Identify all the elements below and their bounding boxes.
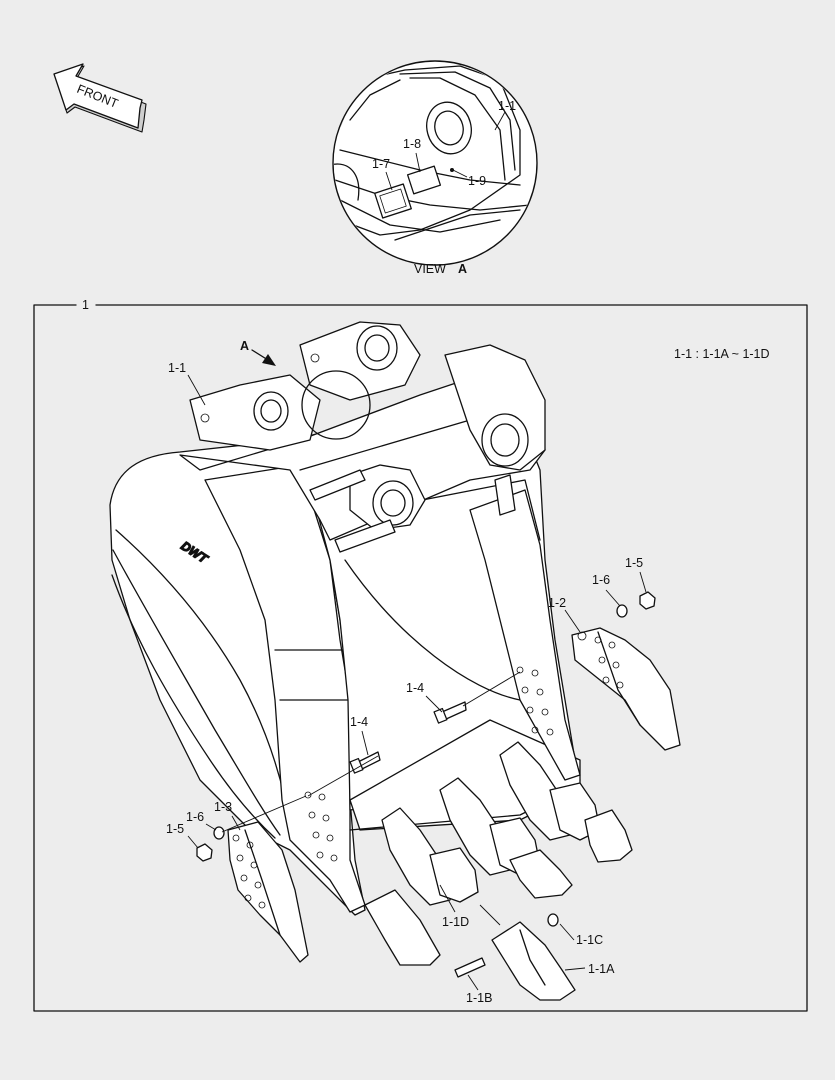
callout-1-1b: 1-1B (466, 991, 492, 1005)
callout-1-1d: 1-1D (442, 915, 469, 929)
leader-lines (187, 374, 647, 991)
callout-1-5-right: 1-5 (625, 556, 643, 570)
pin-1-1b (454, 957, 486, 978)
callout-1-1a: 1-1A (588, 962, 615, 976)
tooth-2 (439, 777, 573, 899)
callout-1-2: 1-2 (548, 596, 566, 610)
view-a-arrow-icon: A (240, 339, 276, 366)
callout-1-6-left: 1-6 (186, 810, 204, 824)
bucket-body: DWT (109, 321, 581, 916)
bolt-1-4-upper (433, 701, 467, 724)
callout-1-5-left: 1-5 (166, 822, 184, 836)
nut-1-5-right (639, 591, 656, 610)
kit-note: 1-1 : 1-1A ~ 1-1D (674, 347, 770, 361)
inset-callout-1-9: 1-9 (468, 174, 486, 188)
inset-callout-1-1: 1-1 (498, 99, 516, 113)
inset-callout-1-8: 1-8 (403, 137, 421, 151)
assembly-frame: 1 1-1 : 1-1A ~ 1-1D (33, 298, 808, 1012)
side-cutter-left (227, 821, 309, 963)
callout-1-3: 1-3 (214, 800, 232, 814)
tooth-3 (499, 741, 633, 863)
washer-1-6-right (616, 604, 628, 618)
callout-1-6-right: 1-6 (592, 573, 610, 587)
assembly-number: 1 (82, 298, 89, 312)
callout-1-4-upper: 1-4 (406, 681, 424, 695)
retainer-1-1c (547, 913, 559, 927)
callout-1-4-lower: 1-4 (350, 715, 368, 729)
side-cutter-right (571, 627, 681, 751)
front-arrow-icon: FRONT (53, 63, 147, 133)
tooth-detached (491, 921, 576, 1001)
view-label: VIEW (414, 262, 446, 276)
bolt-holes-right (516, 666, 554, 736)
nut-1-5-left (196, 843, 213, 862)
callout-1-1: 1-1 (168, 361, 186, 375)
callout-1-1c: 1-1C (576, 933, 603, 947)
inset-callout-1-7: 1-7 (372, 157, 390, 171)
view-letter: A (458, 262, 467, 276)
view-a-inset: 1-1 1-7 1-8 1-9 VIEW A (332, 60, 538, 276)
view-arrow-label: A (240, 339, 249, 353)
washer-1-6-left (213, 826, 225, 840)
callouts: 1-1 1-2 1-5 1-6 1-4 1-4 1-3 1-6 1-5 1-1D… (166, 361, 643, 1005)
bolt-holes-left (304, 791, 338, 862)
